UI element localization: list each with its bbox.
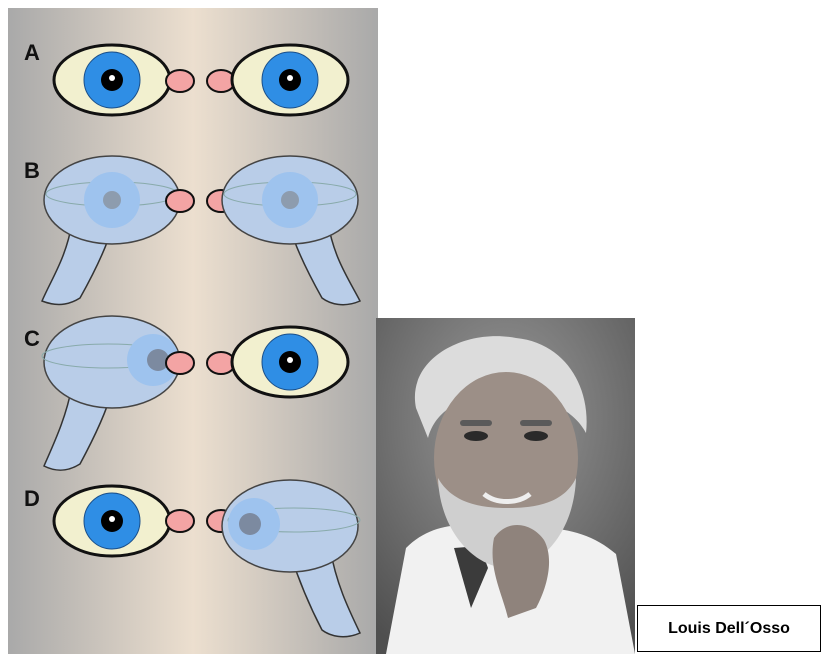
row-b-nose-left xyxy=(166,190,194,212)
eye-occlusion-diagram: A B C xyxy=(8,8,378,654)
row-label-c: C xyxy=(24,326,40,351)
row-label-d: D xyxy=(24,486,40,511)
row-label-a: A xyxy=(24,40,40,65)
portrait-photo xyxy=(376,318,635,654)
row-d-nose-left xyxy=(166,510,194,532)
row-label-b: B xyxy=(24,158,40,183)
row-d-left-eye xyxy=(54,486,170,556)
row-c-nose-left xyxy=(166,352,194,374)
row-a-left-eye xyxy=(54,45,170,115)
row-a-right-eye xyxy=(232,45,348,115)
photo-caption: Louis Dell´Osso xyxy=(637,605,821,652)
row-c-right-eye xyxy=(232,327,348,397)
row-a-nose-left xyxy=(166,70,194,92)
